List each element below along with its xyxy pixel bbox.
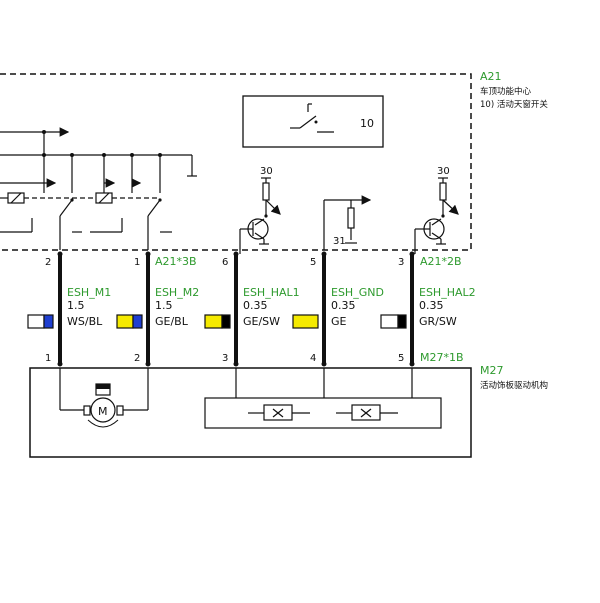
connector-a21-3b: A21*3B xyxy=(155,255,197,268)
terminal-31: 31 xyxy=(333,236,346,247)
m27-name: 活动饰板驱动机构 xyxy=(480,380,548,391)
wire5-signal: ESH_HAL2 xyxy=(419,286,476,299)
wire4-pin-bottom: 4 xyxy=(310,353,316,364)
hall-sensor-block xyxy=(204,397,442,429)
connector-m27-1b: M27*1B xyxy=(420,351,464,364)
hall-sensor-1 xyxy=(239,177,281,250)
wire3-signal: ESH_HAL1 xyxy=(243,286,300,299)
terminal-30-right: 30 xyxy=(437,166,450,177)
wire-esh-m2: ESH_M2 1.5 GE/BL xyxy=(116,286,199,329)
wire4-color: GE xyxy=(331,315,347,328)
a21-code: A21 xyxy=(480,70,502,83)
terminal-30-left: 30 xyxy=(260,166,273,177)
wire5-swatch-b xyxy=(397,314,407,329)
wire2-gauge: 1.5 xyxy=(155,299,173,312)
wire4-pin-top: 5 xyxy=(310,257,316,268)
relay-logic xyxy=(0,127,197,250)
wire1-swatch-b xyxy=(43,314,54,329)
wire5-pin-top: 3 xyxy=(398,257,404,268)
wire2-pin-top: 1 xyxy=(134,257,140,268)
wire1-color: WS/BL xyxy=(67,315,103,328)
m27-module-box xyxy=(29,367,472,458)
motor-icon: M xyxy=(98,405,108,418)
wire2-color: GE/BL xyxy=(155,315,189,328)
wire2-signal: ESH_M2 xyxy=(155,286,199,299)
wire-esh-gnd: ESH_GND 0.35 GE xyxy=(292,286,384,329)
switch-symbol xyxy=(290,103,334,133)
a21-module-boundary xyxy=(0,73,472,251)
wire3-pin-top: 6 xyxy=(222,257,228,268)
wire4-swatch xyxy=(292,314,319,329)
wire3-pin-bottom: 3 xyxy=(222,353,228,364)
wire3-gauge: 0.35 xyxy=(243,299,268,312)
wire3-color: GE/SW xyxy=(243,315,280,328)
wire1-pin-bottom: 1 xyxy=(45,353,51,364)
hall-sensor-2 xyxy=(415,177,459,245)
wire-esh-hal1: ESH_HAL1 0.35 GE/SW xyxy=(204,286,300,329)
wire5-color: GR/SW xyxy=(419,315,457,328)
wire1-signal: ESH_M1 xyxy=(67,286,111,299)
wire-esh-m1: ESH_M1 1.5 WS/BL xyxy=(27,286,111,329)
a21-note: 10) 活动天窗开关 xyxy=(480,99,548,110)
wire3-swatch-a xyxy=(204,314,223,329)
wire2-swatch-a xyxy=(116,314,134,329)
wire4-gauge: 0.35 xyxy=(331,299,356,312)
wire5-gauge: 0.35 xyxy=(419,299,444,312)
wire-esh-hal2: ESH_HAL2 0.35 GR/SW xyxy=(380,286,476,329)
wire4-signal: ESH_GND xyxy=(331,286,384,299)
motor-circuit xyxy=(59,368,149,428)
wire5-swatch-a xyxy=(380,314,399,329)
wire5-pin-bottom: 5 xyxy=(398,353,404,364)
sunroof-switch-box xyxy=(242,95,384,148)
a21-name: 车顶功能中心 xyxy=(480,86,532,97)
connector-a21-2b: A21*2B xyxy=(420,255,462,268)
gnd-circuit xyxy=(323,195,372,250)
switch-ref: 10 xyxy=(360,117,374,130)
wire2-swatch-b xyxy=(132,314,143,329)
wire2-pin-bottom: 2 xyxy=(134,353,140,364)
wire1-gauge: 1.5 xyxy=(67,299,85,312)
wire3-swatch-b xyxy=(221,314,231,329)
wire1-swatch-a xyxy=(27,314,45,329)
m27-code: M27 xyxy=(480,364,504,377)
harness-wires xyxy=(58,254,414,364)
wire1-pin-top: 2 xyxy=(45,257,51,268)
